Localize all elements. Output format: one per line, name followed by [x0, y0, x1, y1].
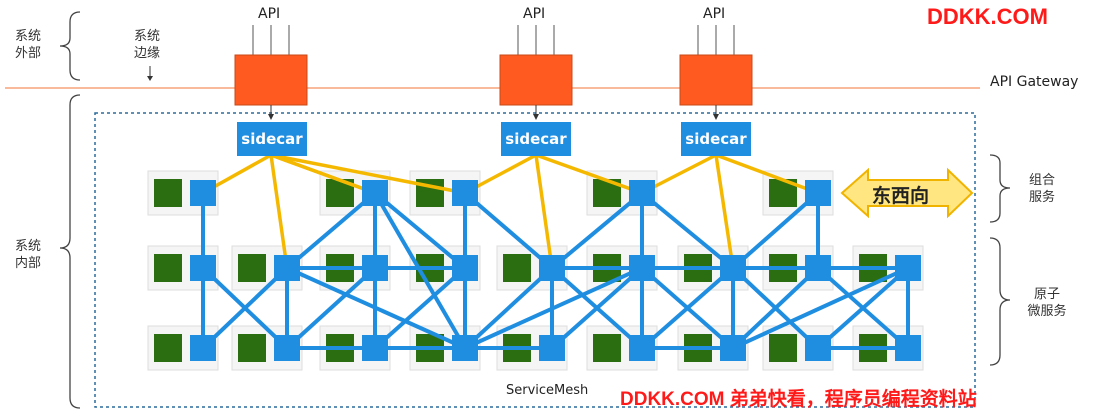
mesh-link: [731, 266, 820, 350]
sidecar-3: sidecar: [681, 122, 751, 156]
mesh-proxy: [190, 255, 216, 281]
mesh-link: [373, 266, 467, 350]
mesh-proxy: [362, 255, 388, 281]
service-node: [154, 179, 182, 207]
label-system-external: 系统 外部: [14, 29, 41, 61]
mesh-proxy: [629, 335, 655, 361]
api-gateway-unit-2: [499, 25, 573, 120]
service-node: [769, 334, 797, 362]
brace-atomic-services: [989, 237, 1011, 366]
sidecar-1: sidecar: [237, 122, 307, 156]
label-api-1: API: [258, 6, 281, 22]
sidecar-2: sidecar: [501, 122, 571, 156]
mesh-link: [373, 191, 467, 350]
api-gateway-unit-1: [234, 25, 308, 120]
mesh-proxy: [362, 180, 388, 206]
api-gateway-box-2: [499, 54, 573, 106]
mesh-proxy: [629, 180, 655, 206]
mesh-proxy: [805, 335, 831, 361]
brace-system-internal: [59, 94, 81, 409]
mesh-proxy: [274, 255, 300, 281]
mesh-link: [640, 191, 735, 270]
watermark-top: DDKK.COM: [927, 4, 1048, 29]
mesh-proxy: [274, 335, 300, 361]
sidecar-link: [270, 153, 466, 195]
mesh-link: [463, 191, 554, 270]
mesh-link: [550, 191, 644, 270]
mesh-proxy: [190, 335, 216, 361]
mesh-proxy: [539, 255, 565, 281]
mesh-proxy: [805, 255, 831, 281]
mesh-link: [640, 266, 735, 350]
api-gateway-box-3: [679, 54, 753, 106]
service-mesh-boundary: [94, 112, 976, 408]
label-api-2: API: [523, 6, 546, 22]
mesh-proxy: [805, 180, 831, 206]
sidecar-link: [714, 154, 735, 269]
mesh-proxy: [452, 180, 478, 206]
mesh-proxy: [629, 255, 655, 281]
mesh-proxy: [452, 335, 478, 361]
service-node: [154, 254, 182, 282]
mesh-proxy: [895, 255, 921, 281]
label-api-3: API: [703, 6, 726, 22]
mesh-link: [373, 191, 467, 270]
label-service-mesh: ServiceMesh: [506, 383, 589, 398]
sidecar-link: [535, 153, 643, 195]
system-edge-arrowhead: [147, 76, 153, 81]
mesh-link: [464, 266, 643, 350]
mesh-link: [816, 266, 910, 350]
mesh-link: [463, 266, 554, 350]
api-gateway-unit-3: [679, 25, 753, 120]
service-node: [154, 334, 182, 362]
brace-composite-services: [989, 154, 1011, 223]
mesh-link: [731, 191, 820, 270]
label-composite-services: 组合 服务: [1028, 173, 1055, 205]
service-node: [593, 334, 621, 362]
mesh-proxies: [190, 180, 921, 361]
mesh-link: [201, 266, 289, 350]
label-system-edge: 系统 边缘: [133, 29, 160, 61]
mesh-proxy: [720, 335, 746, 361]
mesh-proxy: [895, 335, 921, 361]
mesh-link: [285, 191, 377, 270]
mesh-proxy: [362, 335, 388, 361]
service-node: [503, 254, 531, 282]
brace-system-external: [59, 11, 81, 81]
label-atomic-services: 原子 微服务: [1027, 287, 1067, 319]
label-api-gateway: API Gateway: [990, 74, 1079, 90]
api-gateway-box-1: [234, 54, 308, 106]
east-west-arrow: [840, 167, 974, 219]
sidecar-link: [269, 154, 289, 269]
sidecar-link: [715, 153, 819, 195]
service-node: [238, 334, 266, 362]
mesh-link: [286, 266, 466, 350]
watermark-bottom: DDKK.COM 弟弟快看，程序员编程资料站: [620, 389, 977, 410]
mesh-proxy: [452, 255, 478, 281]
mesh-proxy: [190, 180, 216, 206]
mesh-proxy: [539, 335, 565, 361]
label-east-west: 东西向: [872, 185, 930, 207]
sidecar-link: [534, 154, 554, 269]
mesh-link: [550, 266, 644, 350]
mesh-link: [732, 266, 909, 350]
sidecar-link: [270, 153, 376, 195]
mesh-link: [285, 266, 377, 350]
mesh-proxy: [720, 255, 746, 281]
label-system-internal: 系统 内部: [14, 239, 41, 271]
service-node: [238, 254, 266, 282]
